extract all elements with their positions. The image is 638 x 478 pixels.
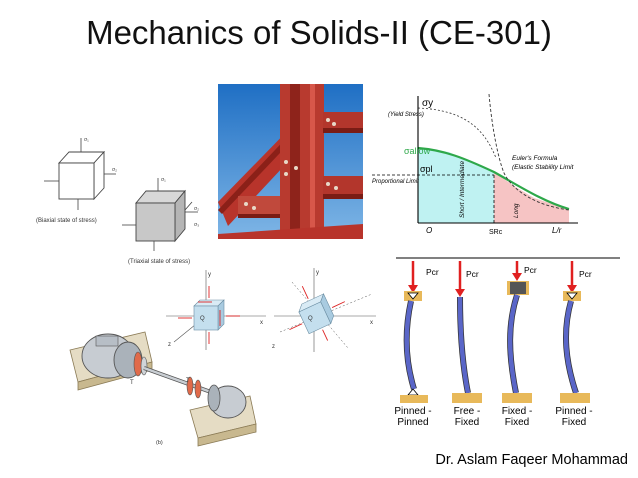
sigma-label: σ₃ — [194, 222, 199, 228]
column-fixed-fixed: Pcr — [502, 261, 537, 403]
column-label: Pinned - — [394, 406, 431, 417]
euler-curve — [488, 93, 570, 211]
axis-label: x — [260, 320, 263, 326]
allow-label: σallow — [404, 146, 431, 156]
yield-label: (Yield Stress) — [388, 112, 424, 118]
column-label: Fixed — [562, 417, 586, 428]
slide-title: Mechanics of Solids-II (CE-301) — [86, 14, 552, 51]
steel-frame-photo — [218, 84, 363, 239]
pl-label: Proportional Limit — [372, 179, 419, 185]
torque-label: T — [186, 378, 190, 384]
column-free-fixed: Pcr — [452, 261, 482, 403]
long-region — [494, 172, 569, 223]
long-label: Long — [513, 203, 520, 218]
origin-label: O — [426, 226, 432, 235]
column-label: Fixed — [505, 417, 529, 428]
short-label: Short / Intermediate — [459, 161, 466, 218]
short-region — [418, 148, 494, 223]
axis-label: z — [168, 342, 171, 348]
point-label: Q — [308, 316, 313, 322]
sigma-label: σ₁ — [84, 137, 89, 143]
motor-shaft-drawing: T T (b) — [69, 331, 257, 447]
euler-title: Euler's Formula — [512, 155, 558, 162]
axis-label: z — [272, 344, 275, 350]
sr-label: SRc — [489, 229, 503, 236]
load-label: Pcr — [579, 269, 592, 279]
euler-columns-figure: Pcr Pcr Pcr Pcr Pinned - Pinned Free - F… — [394, 257, 620, 428]
sigma-label: σ₂ — [112, 167, 117, 173]
x-axis-label: L/r — [552, 226, 562, 235]
axis-label: y — [316, 270, 319, 276]
sigma-label: σ₂ — [194, 206, 199, 212]
sigma-label: σ₁ — [161, 177, 166, 183]
load-label: Pcr — [466, 269, 479, 279]
stress-element-diagram: y x z Q — [166, 270, 266, 350]
stress-state-cubes: σ₁ σ₂ (Biaxial state of stress) σ₁ σ₂ σ₃… — [36, 137, 199, 265]
euler-sub: (Elastic Stability Limit — [512, 164, 575, 171]
triaxial-caption: (Triaxial state of stress) — [128, 259, 190, 265]
column-stress-curve: σy (Yield Stress) σallow σpl Proportiona… — [372, 93, 578, 236]
author-name: Dr. Aslam Faqeer Mohammad — [435, 452, 628, 468]
column-pinned-fixed: Pcr — [560, 261, 592, 403]
axis-label: y — [208, 272, 211, 278]
biaxial-caption: (Biaxial state of stress) — [36, 218, 97, 224]
column-pinned-pinned: Pcr — [400, 261, 439, 403]
biaxial-cube: σ₁ σ₂ — [44, 137, 117, 210]
column-label: Pinned — [397, 417, 428, 428]
load-label: Pcr — [524, 265, 537, 275]
axis-label: x — [370, 320, 373, 326]
yield-symbol: σy — [422, 98, 433, 109]
figure-tag: (b) — [156, 440, 163, 446]
column-label: Free - — [454, 406, 481, 417]
point-label: Q — [200, 316, 205, 322]
allowable-stress-curve — [417, 146, 570, 211]
torque-label: T — [130, 380, 134, 386]
load-label: Pcr — [426, 267, 439, 277]
triaxial-cube: σ₁ σ₂ σ₃ — [122, 177, 199, 251]
column-label: Pinned - — [555, 406, 592, 417]
rotated-stress-element-diagram: y x z Q — [272, 268, 376, 352]
column-label: Fixed - — [502, 406, 533, 417]
pl-symbol: σpl — [420, 164, 433, 174]
column-label: Fixed — [455, 417, 479, 428]
